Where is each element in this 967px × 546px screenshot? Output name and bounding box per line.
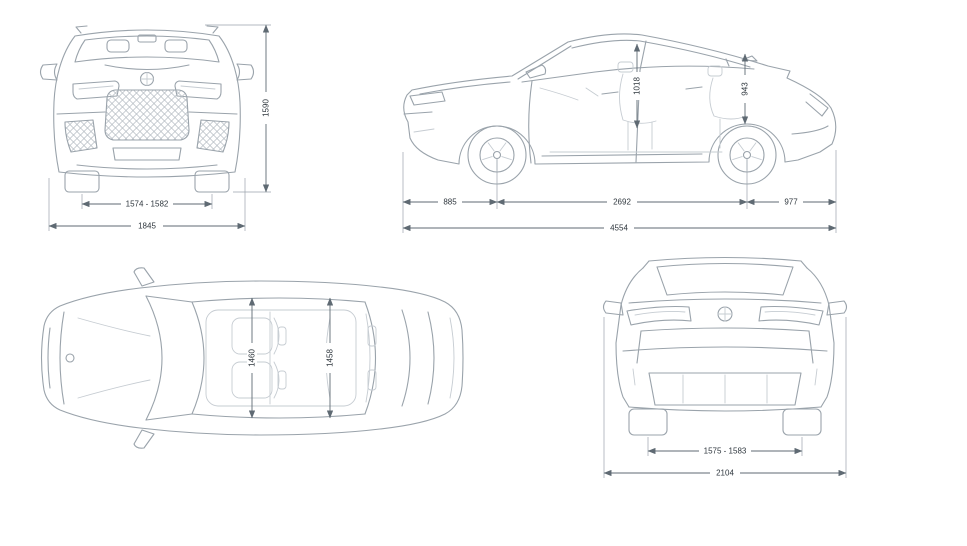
roof-edges: [191, 297, 366, 419]
interior-height-rear-label: 943: [741, 82, 750, 96]
dim-width-incl-mirrors: 2104: [603, 317, 847, 478]
dim-interior-height-front: 1018: [632, 43, 642, 129]
side-car-drawing: [403, 33, 837, 185]
front-track-label: 1574 - 1582: [126, 200, 169, 209]
rear-car-drawing: [602, 256, 848, 436]
side-headlight: [409, 91, 446, 106]
windshield-base: [145, 295, 163, 421]
overall-height-label: 1590: [262, 99, 271, 117]
dim-overall-width: 1845: [48, 178, 246, 231]
door-cut-front: [528, 80, 533, 164]
rear-view: 1575 - 1583 2104: [602, 256, 848, 478]
top-mirror-right: [133, 429, 155, 449]
lower-intake: [112, 147, 182, 161]
top-view: 1460 1458: [40, 267, 464, 449]
air-intake-left: [64, 119, 98, 153]
bmw-roundel-icon: [139, 71, 155, 87]
rear-wheel-left: [628, 408, 668, 436]
overall-length-label: 4554: [610, 224, 628, 233]
wheelbase-label: 2692: [613, 198, 631, 207]
rear-window-front-edge: [364, 301, 376, 415]
rocker-trim: [541, 153, 703, 157]
rear-mirror-left: [602, 300, 624, 316]
interior-height-front-label: 1018: [633, 77, 642, 95]
hood-edge: [59, 311, 65, 405]
rear-overhang-label: 977: [784, 198, 798, 207]
width-incl-mirrors-label: 2104: [716, 469, 734, 478]
dim-front-track: 1574 - 1582: [81, 194, 213, 209]
front-view: 1574 - 1582 1845 1590: [39, 24, 271, 231]
spoiler-edge: [449, 317, 455, 399]
taillight-right: [758, 305, 824, 326]
front-car-drawing: [39, 25, 255, 193]
interior-sketch: [539, 61, 747, 153]
windshield-top: [191, 301, 205, 415]
rear-window-rear-edge: [401, 309, 411, 407]
mirror-right: [236, 63, 255, 81]
headrest-left: [106, 39, 130, 53]
b-pillar: [639, 40, 647, 71]
air-intake-right: [196, 119, 230, 153]
hood-crease: [104, 64, 190, 71]
beltline: [521, 65, 755, 83]
windshield: [74, 35, 220, 63]
rear-roof: [648, 256, 802, 262]
top-body-outline: [40, 280, 464, 436]
roof-rail-left: [75, 25, 88, 34]
interior-width-front-label: 1460: [248, 349, 257, 367]
wheel-left: [64, 170, 100, 193]
mirror-left: [39, 63, 58, 81]
panoramic-roof: [205, 309, 357, 407]
rear-wheel-right: [782, 408, 822, 436]
front-body-outline: [53, 29, 241, 178]
wheel-right: [194, 170, 230, 193]
dim-interior-height-rear: 943: [740, 53, 750, 125]
dim-overall-height: 1590: [205, 24, 271, 193]
taillight-left: [626, 305, 692, 326]
overall-width-label: 1845: [138, 222, 156, 231]
side-view: 1018 943 885 2692 977 4554: [402, 33, 837, 233]
headrest-right: [164, 39, 188, 53]
dim-length-row: 885 2692 977 4554: [402, 150, 837, 233]
interior-width-rear-label: 1458: [326, 349, 335, 367]
rearview-mirror: [137, 34, 157, 43]
rear-track-label: 1575 - 1583: [704, 447, 747, 456]
dim-rear-track: 1575 - 1583: [647, 437, 803, 456]
rear-mirror-right: [826, 300, 848, 316]
a-pillars: [145, 295, 193, 421]
door-handles: [601, 86, 703, 95]
top-car-drawing: [40, 267, 464, 449]
side-taillight: [805, 93, 829, 117]
top-mirror-left: [133, 267, 155, 287]
rear-window: [656, 262, 794, 296]
hood-roundel-icon: [65, 353, 75, 363]
side-mirror: [525, 64, 547, 79]
dim-interior-width-front: 1460: [247, 297, 257, 419]
bumper-line: [622, 346, 828, 352]
tailgate-line: [427, 311, 435, 405]
rear-roundel-icon: [717, 306, 733, 322]
roof-rail-right: [206, 25, 219, 34]
dim-interior-width-rear: 1458: [325, 297, 335, 419]
kidney-grille: [104, 89, 190, 141]
diffuser: [648, 372, 802, 406]
front-overhang-label: 885: [443, 198, 457, 207]
